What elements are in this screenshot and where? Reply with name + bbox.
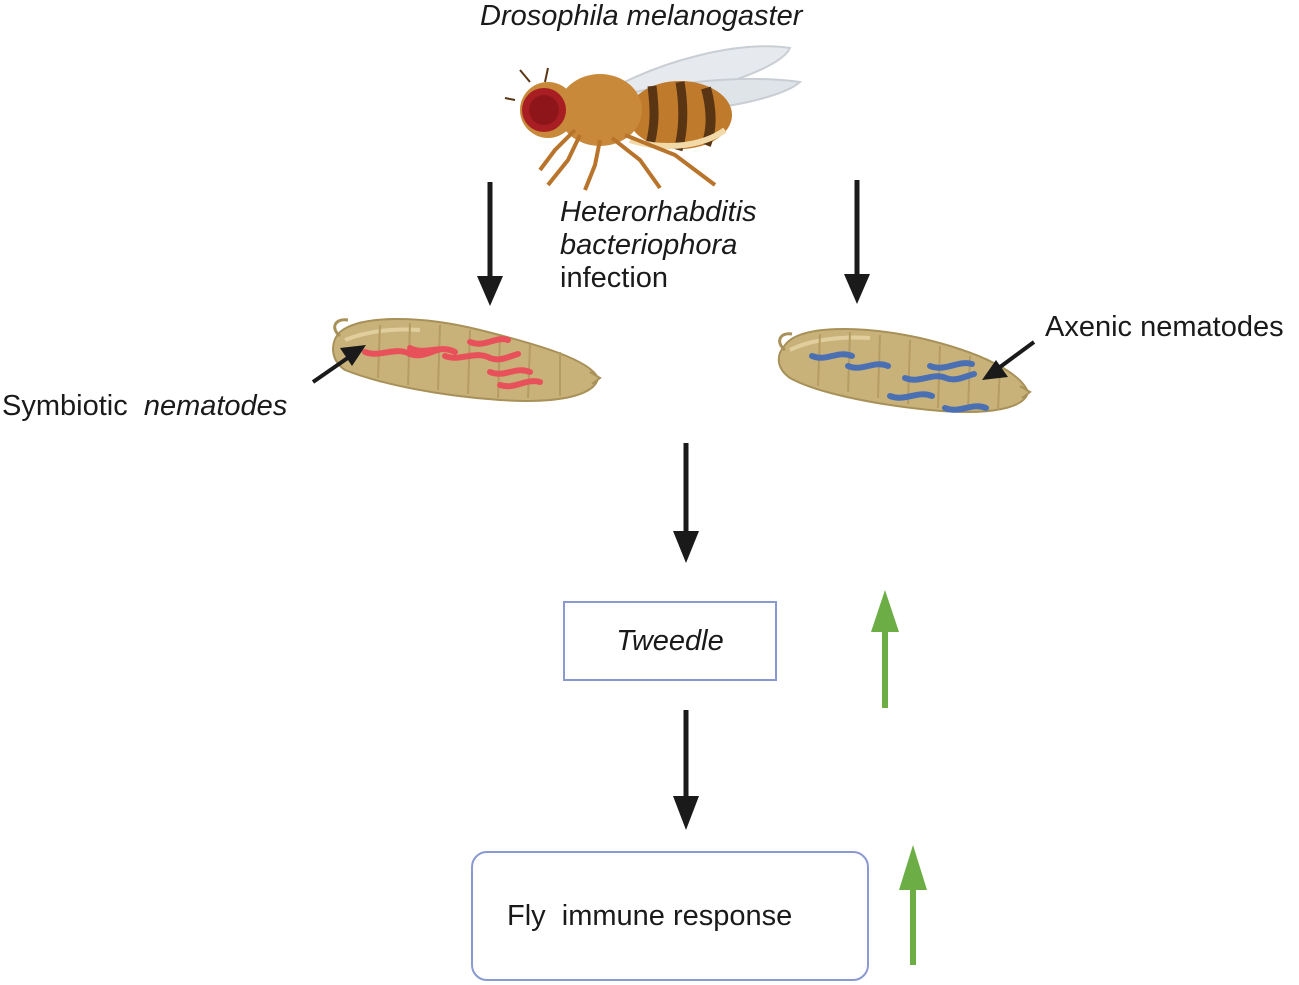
arrow-tweedle-to-immune-response: [673, 710, 699, 830]
immune-response-label: Fly immune response: [507, 900, 792, 933]
symbiotic-emphasis: nematodes: [143, 390, 288, 422]
immune-response-text: immune response: [561, 899, 793, 932]
species-title: Drosophila melanogaster: [480, 0, 803, 32]
immune-response-fly: Fly: [507, 899, 546, 932]
larva-with-symbiotic-nematodes-icon: [332, 318, 602, 402]
symbiotic-prefix: Symbiotic: [2, 390, 128, 422]
symbiotic-nematodes-label: Symbiotic nematodes: [2, 390, 287, 422]
arrow-axenic-pointer: [982, 340, 1036, 380]
infection-genus: Heterorhabditis: [560, 196, 757, 228]
green-up-arrow-tweedle: [871, 590, 899, 708]
tweedle-label: Tweedle: [616, 624, 724, 657]
immune-response-box: Fly immune response: [471, 851, 869, 981]
green-up-arrow-immune-response: [899, 845, 927, 965]
fruit-fly-icon: [504, 45, 803, 191]
infection-species: bacteriophora: [560, 229, 738, 261]
infection-word: infection: [560, 262, 669, 294]
tweedle-box: Tweedle: [563, 601, 777, 681]
axenic-nematodes-label: Axenic nematodes: [1045, 311, 1284, 343]
arrow-fly-to-right-larva: [844, 180, 870, 304]
arrow-larvae-to-tweedle: [673, 443, 699, 563]
arrow-symbiotic-pointer: [311, 345, 366, 384]
larva-with-axenic-nematodes-icon: [777, 327, 1032, 413]
arrow-fly-to-left-larva: [477, 182, 503, 306]
